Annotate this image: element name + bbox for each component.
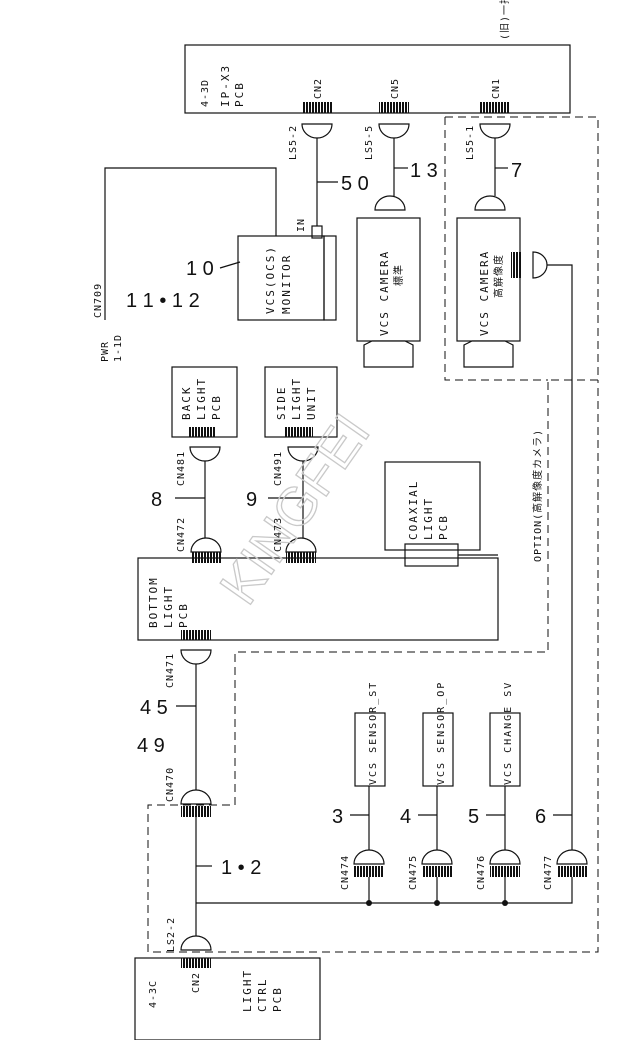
side-light-line3: UNIT	[305, 386, 318, 421]
label-ls2-2: LS2-2	[166, 917, 177, 952]
cable-4: 4	[400, 806, 411, 828]
camera-hr-line2: 高解像度	[492, 254, 505, 298]
cable-10: 1 0	[186, 258, 214, 280]
pwr-line1: PWR	[100, 341, 111, 362]
change-sv-label: VCS CHANGE SV	[503, 681, 514, 785]
cable-6: 6	[535, 806, 546, 828]
ipx3-cn5: CN5	[390, 78, 401, 99]
cable-49: 4 9	[137, 735, 165, 757]
camera-std-line1: VCS CAMERA	[378, 250, 391, 336]
sensor-st-box	[354, 712, 386, 787]
light-ctrl-cn2: CN2	[191, 972, 202, 993]
bottom-light-board	[137, 557, 499, 641]
pwr-line2: 1-1D	[113, 334, 124, 362]
label-cn481: CN481	[176, 451, 187, 486]
connector-headers	[181, 102, 587, 968]
ipx3-pcb: PCB	[233, 81, 246, 107]
bottom-light-line2: LIGHT	[162, 585, 175, 628]
cable-5: 5	[468, 806, 479, 828]
light-ctrl-line3: PCB	[271, 986, 284, 1012]
label-cn474: CN474	[340, 855, 351, 890]
label-cn471: CN471	[165, 653, 176, 688]
cable-9: 9	[246, 489, 257, 511]
sensor-st-label: VCS SENSOR_ST	[368, 681, 379, 785]
coaxial-line1: COAXIAL	[407, 480, 420, 540]
camera-std-line2: 標準	[392, 264, 405, 286]
coaxial-connector-box	[404, 543, 459, 567]
ipx3-cn1: CN1	[491, 78, 502, 99]
label-cn477: CN477	[543, 855, 554, 890]
coaxial-line3: PCB	[437, 514, 450, 540]
ipx3-title: IP-X3	[219, 64, 232, 107]
cable-11-12: 1 1 • 1 2	[126, 290, 200, 312]
cable-13: 1 3	[410, 160, 438, 182]
cable-7: 7	[511, 160, 522, 182]
camera-hr-line1: VCS CAMERA	[478, 250, 491, 336]
option-region-top	[147, 116, 599, 953]
cable-50: 5 0	[341, 173, 369, 195]
label-ls5-1: LS5-1	[465, 125, 476, 160]
ipx3-id: 4-3D	[200, 79, 211, 107]
sensor-op-box	[422, 712, 454, 787]
label-ls5-5: LS5-5	[364, 125, 375, 160]
cable-3: 3	[332, 806, 343, 828]
back-light-line3: PCB	[210, 394, 223, 420]
light-ctrl-line2: CTRL	[256, 978, 269, 1013]
label-cn472: CN472	[176, 517, 187, 552]
light-ctrl-id: 4-3C	[148, 980, 159, 1008]
sensor-op-label: VCS SENSOR_OP	[436, 681, 447, 785]
coaxial-line2: LIGHT	[422, 497, 435, 540]
side-light-line1: SIDE	[275, 386, 288, 421]
label-cn470: CN470	[165, 767, 176, 802]
bottom-light-line3: PCB	[177, 602, 190, 628]
ipx3-board	[184, 44, 571, 114]
ipx3-note: (旧)一括	[498, 0, 511, 40]
monitor-line1: VCS(OCS)	[264, 245, 277, 314]
label-cn475: CN475	[408, 855, 419, 890]
option-label: OPTION(高解像度カメラ)	[531, 429, 544, 562]
cable-1-2: 1 • 2	[221, 857, 261, 879]
cable-8: 8	[151, 489, 162, 511]
side-light-line2: LIGHT	[290, 377, 303, 420]
pwr-connector: CN709	[93, 283, 104, 318]
light-ctrl-board	[134, 957, 321, 1040]
monitor-in-label: IN	[296, 218, 307, 232]
label-cn476: CN476	[476, 855, 487, 890]
label-ls5-2: LS5-2	[288, 125, 299, 160]
label-cn473: CN473	[273, 517, 284, 552]
ipx3-cn2: CN2	[313, 78, 324, 99]
bottom-light-line1: BOTTOM	[147, 576, 160, 628]
back-light-line2: LIGHT	[195, 377, 208, 420]
label-cn491: CN491	[273, 451, 284, 486]
monitor-line2: MONITOR	[280, 254, 293, 314]
coaxial-board	[384, 461, 481, 551]
light-ctrl-line1: LIGHT	[241, 969, 254, 1012]
back-light-line1: BACK	[180, 386, 193, 421]
cable-45: 4 5	[140, 697, 168, 719]
